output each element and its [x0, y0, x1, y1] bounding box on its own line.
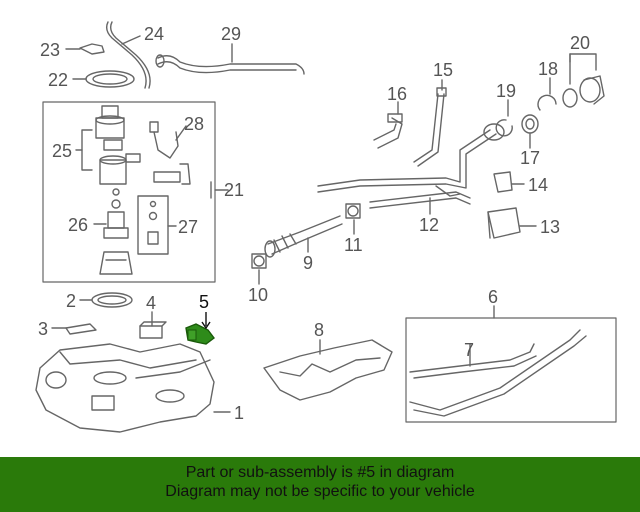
- callout-13: 13: [540, 217, 560, 237]
- part-3-pad: [65, 323, 97, 335]
- callout-24: 24: [144, 24, 164, 44]
- part-28-sender: [125, 121, 191, 185]
- callout-8: 8: [314, 320, 324, 340]
- part-12-filler-pipe: [317, 123, 505, 209]
- part-4-block: [139, 321, 167, 339]
- callout-16: 16: [387, 84, 407, 104]
- part-23-clip: [79, 43, 105, 55]
- callout-9: 9: [303, 253, 313, 273]
- part-17-gasket: [521, 114, 539, 134]
- notice-line-part: Part or sub-assembly is #5 in diagram: [185, 464, 455, 481]
- diagram-notice-banner: Part or sub-assembly is #5 in diagram Di…: [0, 457, 640, 512]
- callout-19: 19: [496, 81, 516, 101]
- part-18-ring: [537, 94, 557, 111]
- callout-28: 28: [184, 114, 204, 134]
- part-14-bracket: [493, 171, 513, 193]
- part-11-clamp: [345, 203, 361, 219]
- callout-2: 2: [66, 291, 76, 311]
- callout-21: 21: [224, 180, 244, 200]
- callout-6: 6: [488, 287, 498, 307]
- assembly-box-21: [42, 101, 216, 283]
- callout-17: 17: [520, 148, 540, 168]
- callout-7: 7: [464, 340, 474, 360]
- part-10-clamp: [251, 253, 267, 269]
- callout-11: 11: [344, 235, 363, 255]
- part-13-protector: [487, 207, 521, 239]
- part-5-highlighted: [185, 312, 215, 345]
- callout-15: 15: [433, 60, 453, 80]
- callout-23: 23: [40, 40, 60, 60]
- part-15-tube: [413, 87, 447, 167]
- part-29-hose: [155, 54, 305, 75]
- callout-29: 29: [221, 24, 241, 44]
- part-16-hose: [373, 113, 403, 149]
- callout-12: 12: [419, 215, 439, 235]
- part-22-ring: [85, 70, 135, 88]
- callout-3: 3: [38, 319, 48, 339]
- part-25-pump-module: [95, 105, 127, 185]
- callout-22: 22: [48, 70, 68, 90]
- callout-1: 1: [234, 403, 244, 423]
- callout-4: 4: [146, 293, 156, 313]
- callout-26: 26: [68, 215, 88, 235]
- callout-25: 25: [52, 141, 72, 161]
- part-19-clamp: [495, 119, 513, 137]
- parts-diagram: 24 23 22 29 28 25 21 26 27 15 16 19 18 2…: [35, 21, 617, 433]
- part-1-fuel-tank: [35, 343, 215, 433]
- assembly-box-6: [405, 317, 617, 423]
- part-27-kit: [137, 195, 169, 255]
- part-24-vent-tube: [105, 21, 151, 89]
- callout-5: 5: [199, 292, 209, 312]
- callout-10: 10: [248, 285, 268, 305]
- part-9-filler-hose: [264, 215, 343, 258]
- part-8-heat-shield: [263, 339, 393, 401]
- notice-line-disclaimer: Diagram may not be specific to your vehi…: [165, 483, 475, 500]
- callout-27: 27: [178, 217, 198, 237]
- callout-14: 14: [528, 175, 548, 195]
- part-6-strap: [409, 329, 587, 417]
- callout-18: 18: [538, 59, 558, 79]
- part-20-fuel-cap: [562, 75, 605, 108]
- part-7-strap: [409, 343, 537, 379]
- part-2-gasket: [91, 292, 133, 308]
- part-26-filter: [99, 188, 133, 275]
- callout-20: 20: [570, 33, 590, 53]
